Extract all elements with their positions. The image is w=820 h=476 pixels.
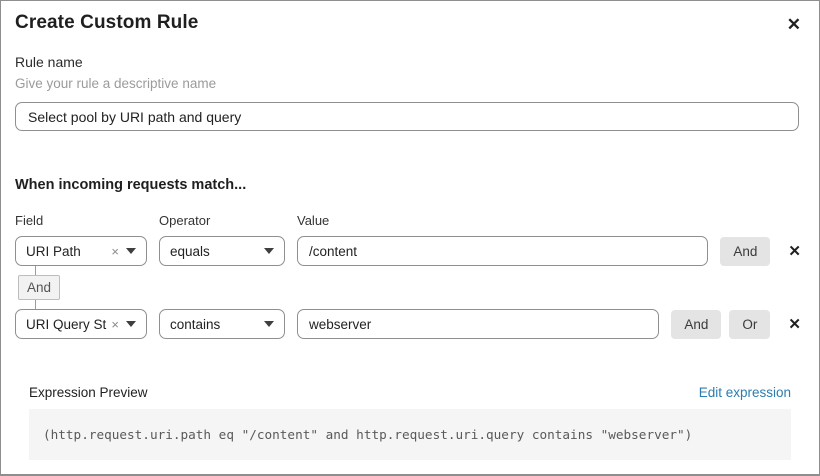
operator-select-2[interactable]: contains: [159, 309, 285, 339]
rule-name-section: Rule name Give your rule a descriptive n…: [15, 54, 805, 131]
field-select-1-value: URI Path: [26, 243, 81, 259]
edit-expression-link[interactable]: Edit expression: [698, 385, 791, 400]
expression-preview-header: Expression Preview Edit expression: [29, 385, 791, 400]
row-1-actions: And ✕: [720, 236, 805, 266]
or-button-row-2[interactable]: Or: [729, 309, 771, 339]
rule-name-label: Rule name: [15, 54, 83, 70]
value-column-label: Value: [297, 213, 330, 228]
page-title: Create Custom Rule: [15, 12, 199, 33]
and-button-row-1[interactable]: And: [720, 236, 771, 266]
chevron-down-icon: [264, 321, 274, 327]
value-input-2[interactable]: [297, 309, 660, 339]
close-icon[interactable]: ✕: [785, 12, 803, 37]
clear-icon[interactable]: ×: [111, 243, 119, 259]
value-input-1[interactable]: [297, 236, 709, 266]
operator-select-1-value: equals: [170, 243, 210, 259]
row-2-actions: And Or ✕: [671, 309, 805, 339]
condition-row-1: URI Path × equals And ✕: [15, 236, 805, 266]
operator-column-label: Operator: [159, 213, 211, 228]
delete-row-1-icon[interactable]: ✕: [784, 242, 805, 261]
expression-preview-section: Expression Preview Edit expression (http…: [15, 385, 805, 460]
connector-line-bottom: [35, 300, 36, 309]
column-labels-row: Field Operator Value: [15, 213, 805, 228]
rule-name-input[interactable]: [15, 102, 799, 131]
match-heading: When incoming requests match...: [15, 177, 247, 193]
chevron-down-icon: [126, 321, 136, 327]
expression-code: (http.request.uri.path eq "/content" and…: [29, 409, 791, 460]
field-select-1[interactable]: URI Path ×: [15, 236, 147, 266]
operator-select-1[interactable]: equals: [159, 236, 285, 266]
chevron-down-icon: [264, 248, 274, 254]
field-select-2[interactable]: URI Query St... ×: [15, 309, 147, 339]
and-connector-chip[interactable]: And: [18, 275, 61, 300]
chevron-down-icon: [126, 248, 136, 254]
dialog-header: Create Custom Rule ✕: [1, 1, 819, 37]
and-button-row-2[interactable]: And: [671, 309, 722, 339]
rule-name-helper: Give your rule a descriptive name: [15, 76, 217, 91]
condition-row-2: URI Query St... × contains And Or ✕: [15, 309, 805, 339]
expression-preview-label: Expression Preview: [29, 385, 148, 400]
field-select-2-value: URI Query St...: [26, 316, 107, 332]
clear-icon[interactable]: ×: [111, 316, 119, 332]
field-column-label: Field: [15, 213, 44, 228]
connector-line-top: [35, 266, 36, 275]
connector: And: [15, 266, 819, 309]
delete-row-2-icon[interactable]: ✕: [784, 315, 805, 334]
operator-select-2-value: contains: [170, 316, 221, 332]
